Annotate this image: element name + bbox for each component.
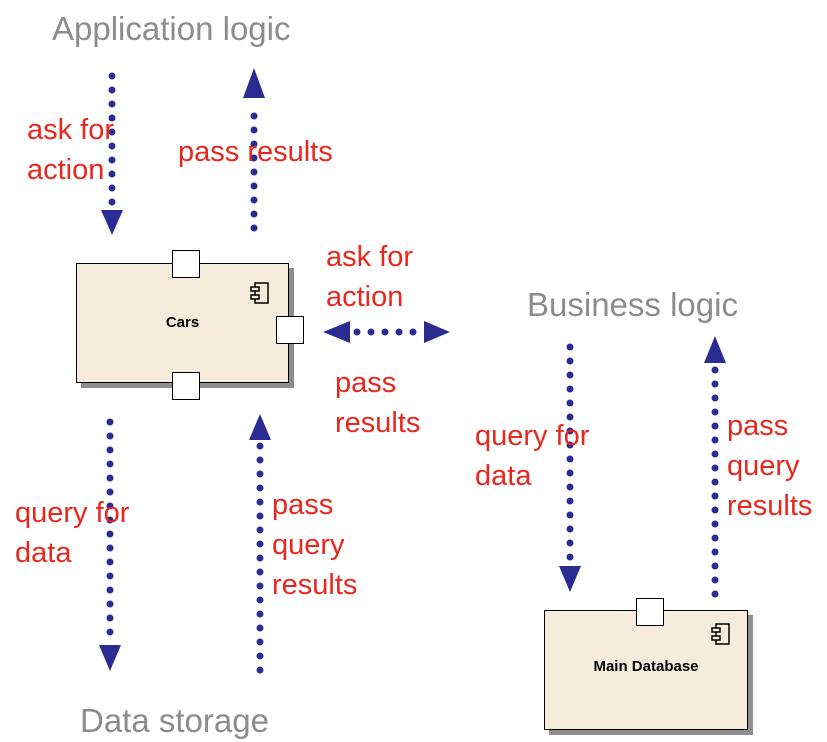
arrow-app-pass-up	[243, 68, 265, 232]
label-app-pass-results: pass results	[178, 136, 333, 168]
label-db-query-for-data: query for data	[475, 420, 590, 492]
arrow-db-pass-up	[704, 336, 726, 598]
cars-component[interactable]: Cars	[76, 263, 289, 383]
label-cars-pass-query-results: pass query results	[272, 489, 358, 601]
arrow-cars-query-down	[99, 418, 121, 671]
arrow-db-query-down	[559, 343, 581, 592]
cars-port-top[interactable]	[172, 250, 200, 278]
arrow-horizontal-double	[323, 321, 450, 343]
arrow-cars-pass-up	[249, 414, 271, 674]
cars-port-bottom[interactable]	[172, 372, 200, 400]
data-storage-title: Data storage	[80, 702, 269, 739]
label-db-pass-query-results: pass query results	[727, 410, 813, 522]
main-database-component[interactable]: Main Database	[544, 610, 748, 730]
arrow-app-ask-down	[101, 72, 123, 235]
business-logic-title: Business logic	[527, 286, 738, 323]
label-app-ask-for-action: ask for action	[27, 114, 115, 186]
cars-port-right[interactable]	[276, 316, 304, 344]
uml-component-icon	[711, 623, 730, 645]
label-side-ask-for-action: ask for action	[326, 241, 414, 313]
application-logic-title: Application logic	[52, 10, 291, 47]
main-database-component-name: Main Database	[593, 658, 699, 675]
main-database-port-top[interactable]	[636, 598, 664, 626]
label-side-pass-results: pass results	[335, 367, 421, 439]
uml-component-icon	[250, 282, 269, 304]
cars-component-name: Cars	[165, 314, 200, 331]
label-cars-query-for-data: query for data	[15, 497, 130, 569]
